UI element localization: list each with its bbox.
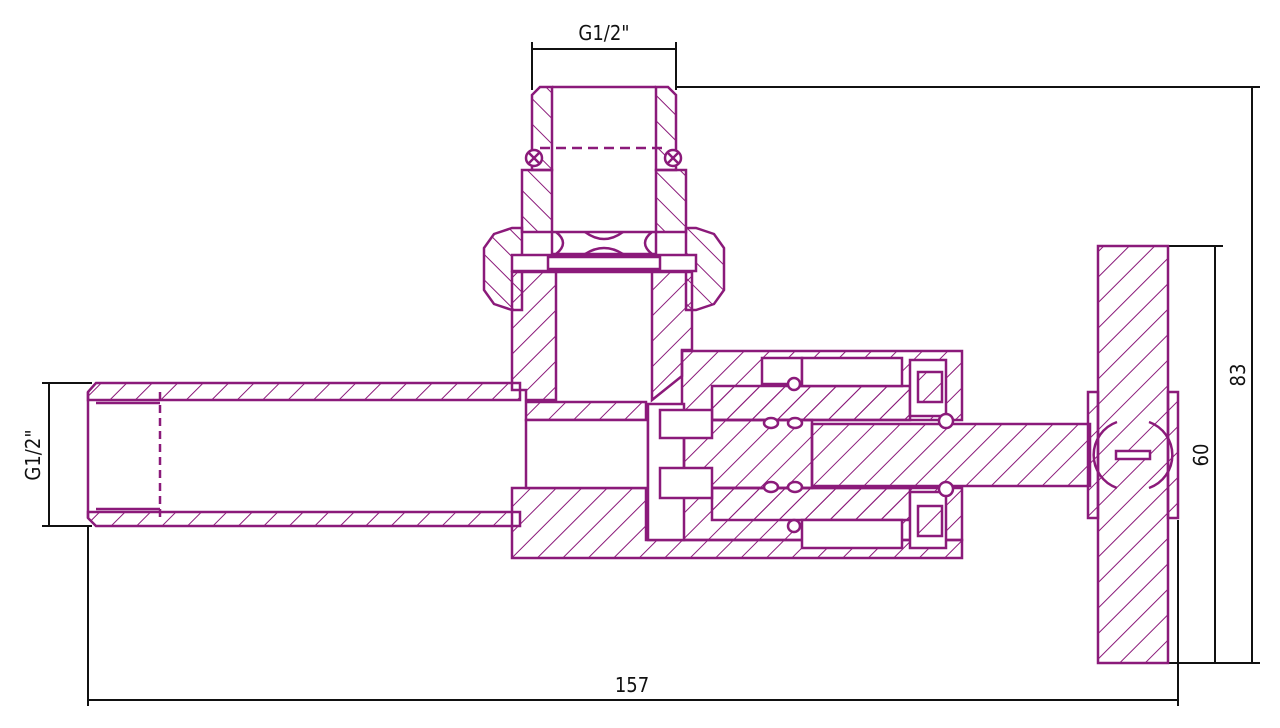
handwheel [1086,244,1180,665]
overall-length-label: 157 [615,673,649,697]
side-pipe [86,381,522,528]
handle-height-label: 60 [1189,444,1213,467]
union-nut [482,226,726,312]
dimension-lines [42,42,1260,706]
overall-height-label: 83 [1226,364,1250,387]
body-riser [510,270,694,403]
cartridge [658,356,1092,550]
valve-section [86,85,1180,665]
top-thread-label: G1/2" [578,21,629,45]
side-thread-label: G1/2" [21,429,45,480]
top-connector [520,85,688,256]
